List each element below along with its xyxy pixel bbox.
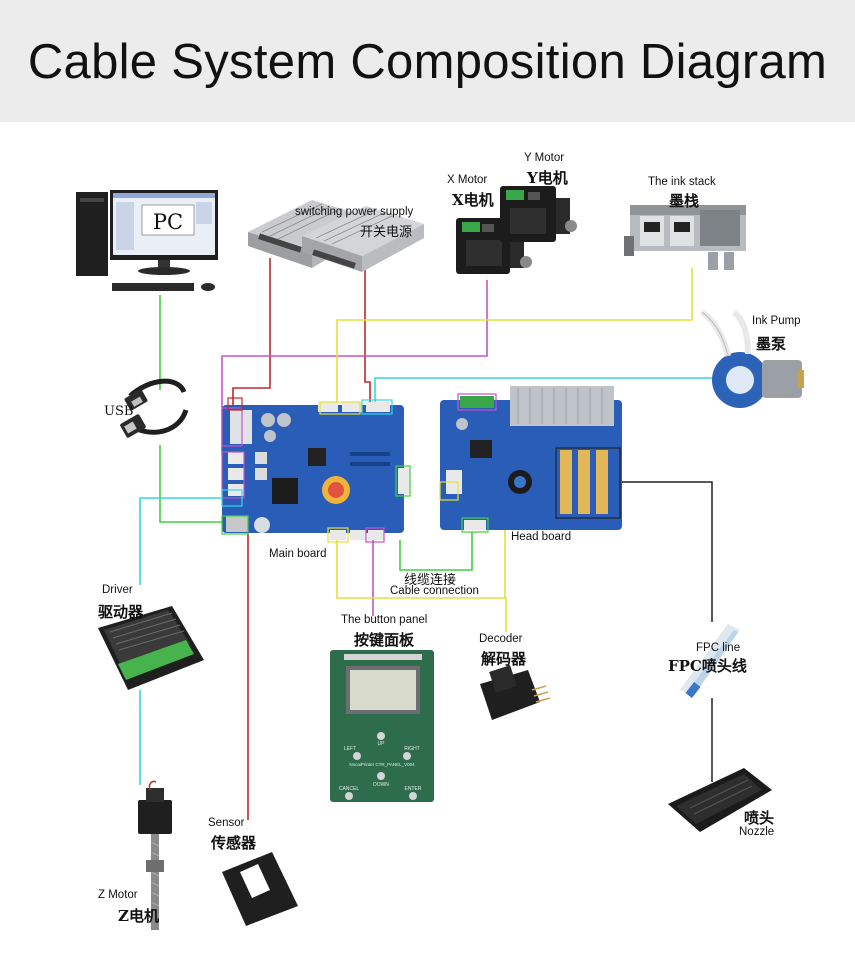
pc-keyboard xyxy=(112,283,194,291)
power-supply-label-en: switching power supply xyxy=(295,206,414,218)
panel-left-label: LEFT xyxy=(344,746,356,752)
ink-stack-label-cn: 墨栈 xyxy=(669,192,700,210)
head-board xyxy=(439,386,622,533)
nozzle-head xyxy=(668,768,772,832)
nozzle-label-en: Nozzle xyxy=(739,826,775,838)
pc-screen-label: PC xyxy=(153,210,183,234)
panel-enter-label: ENTER xyxy=(405,786,422,792)
sensor-label-en: Sensor xyxy=(208,817,245,829)
fpc-line-label-cn: FPC喷头线 xyxy=(668,657,747,675)
wire-cable-connection xyxy=(399,532,473,571)
ink-stack xyxy=(624,205,746,270)
z-motor-label-en: Z Motor xyxy=(98,889,138,901)
button-panel-label-en: The button panel xyxy=(341,614,428,626)
button-panel: UP LEFT RIGHT NocaiPrinter CTR_PANEL_V00… xyxy=(330,650,434,802)
cable-connection-label-cn: 线缆连接 xyxy=(404,573,457,588)
wire-ink-pump xyxy=(374,377,715,402)
ink-pump-label-en: Ink Pump xyxy=(752,315,801,327)
y-motor xyxy=(500,186,577,242)
panel-right-label: RIGHT xyxy=(404,746,420,752)
usb-label: USB xyxy=(104,404,134,419)
wire-x-motor xyxy=(221,280,488,455)
pc-computer: PC xyxy=(76,190,218,291)
main-board xyxy=(221,397,411,543)
ink-stack-label-en: The ink stack xyxy=(648,176,716,188)
cable-connection-label-en: Cable connection xyxy=(390,585,479,597)
panel-model-label: NocaiPrinter CTR_PANEL_V004 xyxy=(349,762,415,767)
fpc-line xyxy=(680,624,740,698)
panel-cancel-label: CANCEL xyxy=(339,786,360,792)
nozzle-label-cn: 喷头 xyxy=(744,809,775,827)
panel-down-label: DOWN xyxy=(373,782,389,788)
sensor-label-cn: 传感器 xyxy=(211,834,257,852)
main-board-label: Main board xyxy=(269,548,327,560)
wire-driver xyxy=(139,497,222,785)
driver-label-cn: 驱动器 xyxy=(98,603,144,621)
y-motor-label-en: Y Motor xyxy=(524,152,565,164)
optical-sensor xyxy=(222,852,298,926)
page-title: Cable System Composition Diagram xyxy=(27,35,828,89)
pc-tower xyxy=(76,192,108,276)
stepper-driver xyxy=(98,606,204,690)
power-supply-label-cn: 开关电源 xyxy=(360,225,413,240)
z-motor xyxy=(138,780,172,930)
decoder-label-en: Decoder xyxy=(479,633,523,645)
wire-power-supply xyxy=(232,258,371,408)
y-motor-label-cn: Y电机 xyxy=(527,169,568,187)
ink-pump-label-cn: 墨泵 xyxy=(756,335,787,353)
x-motor-label-en: X Motor xyxy=(447,174,488,186)
driver-label-en: Driver xyxy=(102,584,133,596)
usb-cable xyxy=(120,378,189,438)
wire-usb-pc xyxy=(159,295,222,523)
x-motor-label-cn: X电机 xyxy=(452,191,494,209)
fpc-line-label-en: FPC line xyxy=(696,642,741,654)
pc-mouse xyxy=(201,283,215,291)
z-motor-label-cn: Z电机 xyxy=(118,907,159,925)
decoder-label-cn: 解码器 xyxy=(481,650,527,668)
button-panel-label-cn: 按键面板 xyxy=(354,631,415,649)
title-banner: Cable System Composition Diagram xyxy=(0,0,855,122)
switching-power-supply xyxy=(248,200,424,272)
wire-fpc xyxy=(620,481,713,782)
decoder xyxy=(480,665,551,720)
head-board-label: Head board xyxy=(511,531,572,543)
ink-pump xyxy=(700,309,804,408)
wire-ink-stack xyxy=(336,268,693,402)
panel-up-label: UP xyxy=(378,741,386,747)
